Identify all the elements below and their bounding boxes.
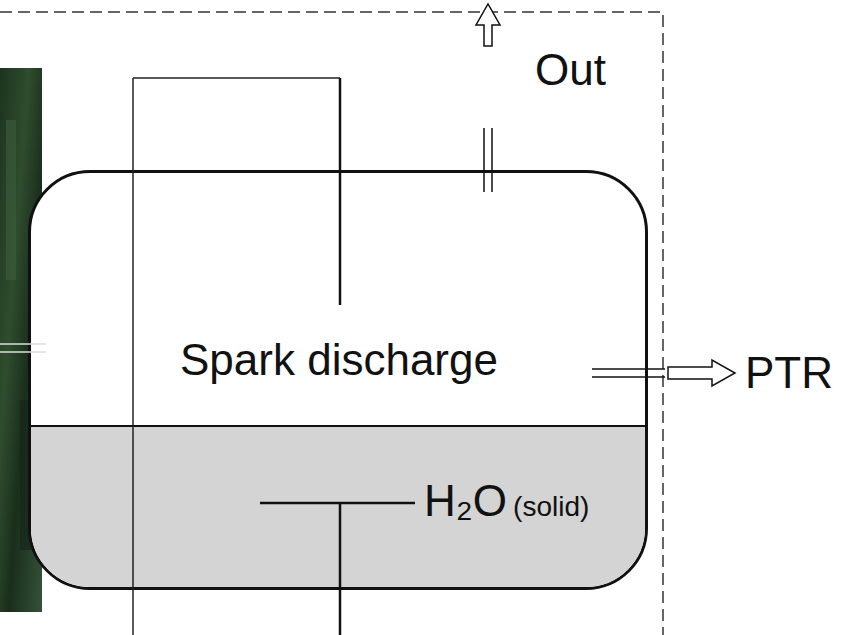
support-wire — [132, 78, 134, 635]
formula-label: H₂O — [424, 479, 507, 523]
support-wire — [133, 77, 340, 79]
inlet-port — [0, 351, 46, 353]
upper-electrode — [339, 78, 342, 305]
text-holder: H₂O(solid) — [31, 427, 645, 523]
outlet-port — [483, 128, 485, 192]
sampling-port — [592, 368, 665, 370]
vessel-label: Spark discharge — [180, 338, 498, 382]
inlet-port — [0, 343, 46, 345]
outlet-label: Out — [535, 48, 606, 92]
outlet-arrow — [476, 4, 500, 46]
sampling-arrow — [668, 360, 735, 386]
phase-label: (solid) — [513, 493, 589, 521]
sampling-port — [592, 376, 665, 378]
outlet-label: Out — [535, 48, 606, 92]
dashed-boundary — [0, 12, 663, 635]
text-holder: Spark discharge — [31, 173, 645, 382]
lower-electrode — [339, 503, 342, 635]
photo-texture — [6, 120, 16, 280]
sampling-label: PTR — [745, 351, 833, 395]
ice-layer: H₂O(solid) — [31, 425, 645, 587]
lower-electrode — [260, 502, 415, 505]
outlet-port — [491, 128, 493, 192]
reaction-vessel: Spark dischargeH₂O(solid) — [28, 170, 648, 590]
sampling-label: PTR — [745, 351, 833, 395]
